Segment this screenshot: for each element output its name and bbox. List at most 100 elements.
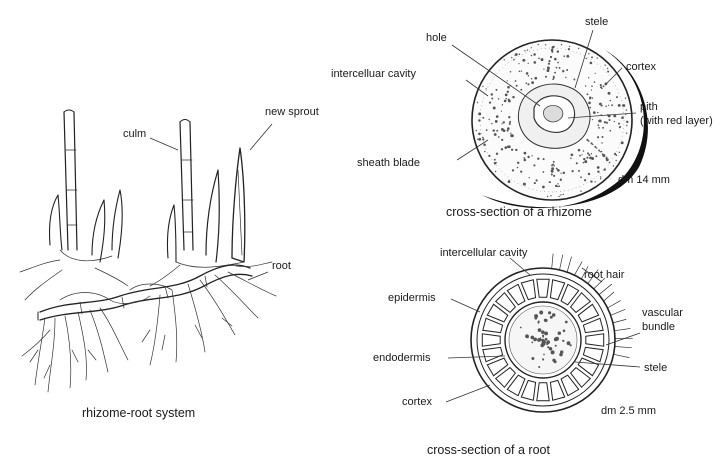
tissue-dot [598, 127, 600, 129]
tissue-dot [616, 96, 618, 98]
tissue-dot [495, 171, 496, 172]
tissue-dot [519, 71, 521, 73]
tissue-dot [588, 77, 589, 78]
tissue-dot [508, 116, 510, 118]
hole-region [543, 106, 562, 123]
label-stele-root: stele [644, 362, 667, 374]
label-endodermis: endodermis [373, 352, 431, 364]
tissue-dot [528, 63, 529, 64]
tissue-dot [496, 89, 498, 91]
root-hair-line [599, 284, 612, 295]
vascular-dot [549, 347, 553, 351]
tissue-dot [538, 57, 540, 59]
tissue-dot [595, 155, 597, 157]
tissue-dot [537, 158, 539, 160]
tissue-dot [591, 85, 593, 87]
tissue-dot [528, 75, 530, 77]
tissue-dot [570, 157, 572, 159]
tissue-dot [505, 94, 508, 97]
tissue-dot [552, 78, 554, 80]
tissue-dot [543, 68, 544, 69]
tissue-dot [511, 149, 513, 151]
tissue-dot [560, 194, 561, 195]
tissue-dot [531, 81, 534, 84]
tissue-dot [566, 69, 568, 71]
tissue-dot [583, 158, 585, 160]
tissue-dot [478, 112, 481, 115]
root-hair-line [560, 255, 563, 270]
root-hair-line [608, 301, 621, 308]
tissue-dot [526, 72, 529, 75]
tissue-dot [596, 147, 597, 148]
tissue-dot [552, 46, 555, 49]
root-scale: dm 2.5 mm [601, 405, 656, 417]
tissue-dot [479, 138, 480, 139]
vascular-dot [554, 360, 557, 363]
tissue-dot [590, 62, 593, 65]
cortex-cell [482, 334, 500, 346]
tissue-dot [548, 60, 550, 62]
tissue-dot [477, 139, 478, 140]
tissue-dot [521, 70, 522, 71]
vascular-dot [541, 330, 545, 334]
vascular-dot [552, 313, 556, 317]
tissue-dot [478, 133, 481, 136]
label-cortex-rhizome: cortex [626, 61, 656, 73]
tissue-dot [616, 160, 617, 161]
tissue-dot [533, 164, 535, 166]
tissue-dot [578, 170, 580, 172]
tissue-dot [616, 154, 618, 156]
vascular-dot [545, 338, 548, 341]
vascular-dot [538, 328, 542, 332]
tissue-dot [592, 144, 593, 145]
tissue-dot [485, 88, 486, 89]
tissue-dot [551, 173, 553, 175]
tissue-dot [545, 44, 546, 45]
tissue-dot [524, 159, 527, 162]
root-hair-line [604, 292, 614, 301]
tissue-dot [557, 50, 559, 52]
tissue-dot [583, 150, 585, 152]
tissue-dot [621, 116, 624, 119]
tissue-dot [550, 56, 552, 58]
tissue-dot [482, 138, 484, 140]
tissue-dot [494, 162, 497, 165]
tissue-dot [507, 86, 510, 89]
tissue-dot [559, 67, 561, 69]
tissue-dot [501, 128, 504, 131]
tissue-dot [519, 53, 521, 55]
tissue-dot [524, 152, 527, 155]
vascular-dot [565, 321, 568, 324]
tissue-dot [510, 133, 511, 134]
vascular-dot [534, 317, 537, 320]
tissue-dot [592, 97, 594, 99]
label-epidermis: epidermis [388, 292, 436, 304]
leader-epidermis [451, 299, 480, 312]
tissue-dot [501, 110, 502, 111]
tissue-dot [545, 76, 547, 78]
tissue-dot [507, 80, 508, 81]
root-hair-line [613, 319, 626, 323]
vascular-dot [558, 331, 561, 334]
tissue-dot [554, 72, 556, 74]
tissue-dot [554, 58, 557, 61]
tissue-dot [533, 61, 536, 64]
tissue-dot [520, 170, 522, 172]
tissue-dot [591, 89, 592, 90]
tissue-dot [478, 119, 480, 121]
tissue-dot [588, 154, 590, 156]
tissue-dot [594, 81, 596, 83]
vascular-dot [563, 330, 566, 333]
tissue-dot [507, 130, 509, 132]
tissue-dot [557, 62, 559, 64]
tissue-dot [488, 119, 489, 120]
vascular-dot [531, 342, 533, 344]
tissue-dot [511, 57, 512, 58]
tissue-dot [580, 191, 581, 192]
tissue-dot [507, 145, 510, 148]
tissue-dot [593, 111, 596, 114]
tissue-dot [560, 179, 562, 181]
tissue-dot [597, 166, 600, 169]
tissue-dot [531, 155, 532, 156]
